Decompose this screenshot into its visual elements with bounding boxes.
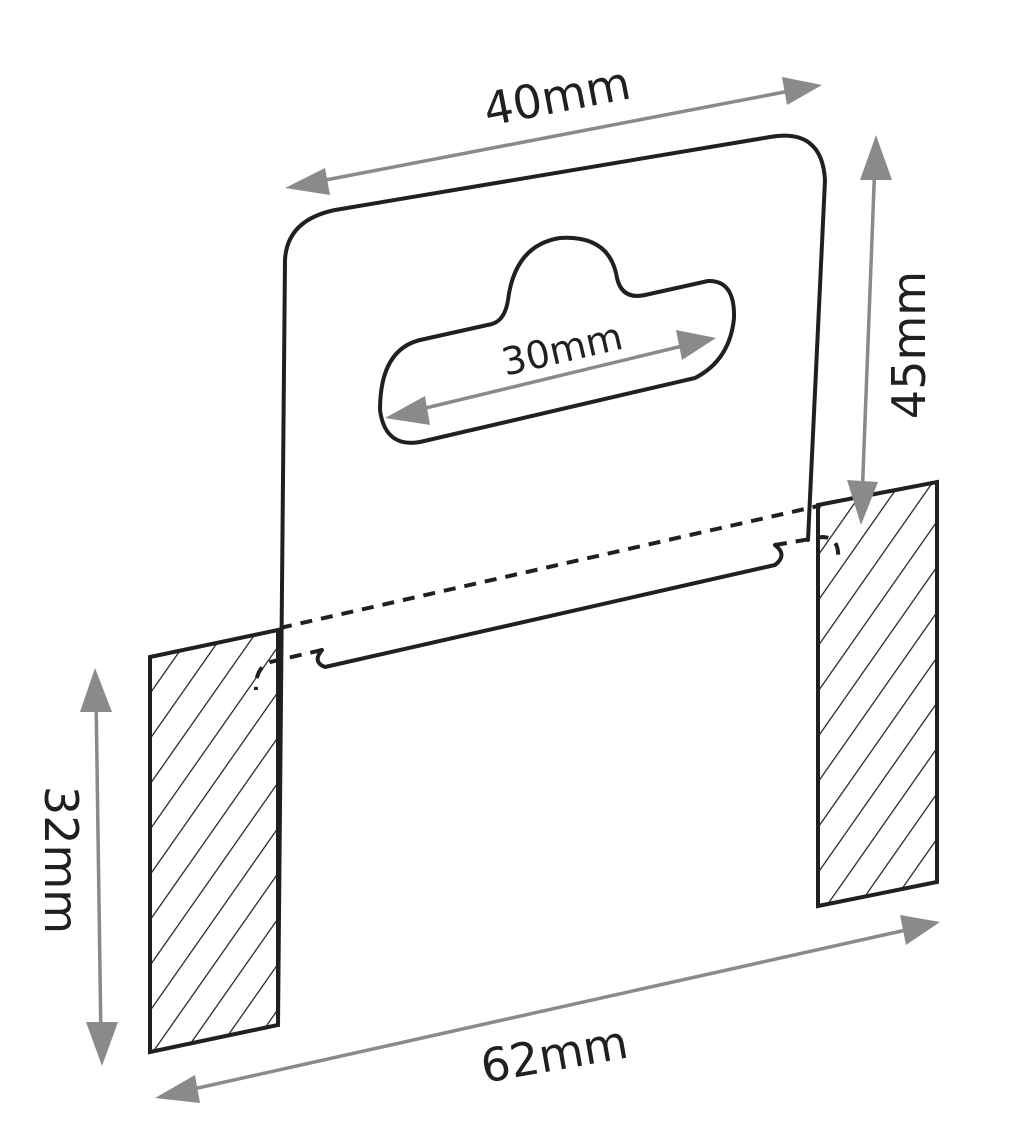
fold-slit: [315, 543, 784, 669]
slot-30-arrow: [385, 330, 716, 425]
left-hook: [253, 648, 323, 691]
label-45mm: 45mm: [882, 271, 936, 419]
height-32-arrow: [80, 668, 118, 1066]
height-45-arrow: [847, 135, 892, 525]
hang-tab-outline: [276, 133, 827, 1027]
right-hook: [774, 534, 841, 561]
label-62mm: 62mm: [477, 1015, 632, 1094]
right-adhesive-panel: [816, 479, 939, 909]
width-40-arrow: [285, 77, 822, 195]
left-adhesive-panel: [148, 627, 280, 1055]
width-62-arrow: [155, 915, 940, 1103]
euro-slot: [378, 235, 737, 445]
fold-line: [279, 504, 819, 630]
label-32mm: 32mm: [34, 786, 88, 934]
